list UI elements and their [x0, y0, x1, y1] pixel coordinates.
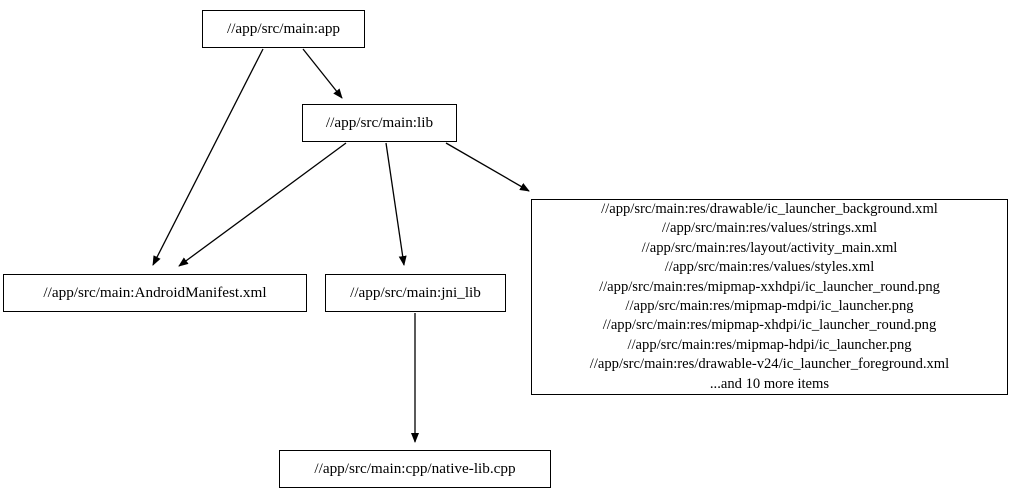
node-jni-lib[interactable]: //app/src/main:jni_lib	[325, 274, 506, 312]
edge-app-to-lib	[302, 48, 343, 99]
node-android-manifest-label: //app/src/main:AndroidManifest.xml	[43, 284, 267, 302]
node-res-group-line-7: //app/src/main:res/mipmap-xhdpi/ic_launc…	[602, 317, 937, 334]
edge-lib-to-jni-lib	[385, 142, 407, 266]
node-res-group-line-5: //app/src/main:res/mipmap-xxhdpi/ic_laun…	[599, 278, 940, 295]
node-res-group-line-6: //app/src/main:res/mipmap-mdpi/ic_launch…	[625, 298, 914, 314]
edge-lib-to-android-manifest	[178, 142, 347, 267]
node-app-label: //app/src/main:app	[226, 20, 341, 38]
node-native-lib-cpp[interactable]: //app/src/main:cpp/native-lib.cpp	[279, 450, 551, 488]
node-res-group-line-9: //app/src/main:res/drawable-v24/ic_launc…	[589, 356, 950, 373]
node-jni-lib-label: //app/src/main:jni_lib	[350, 284, 481, 302]
node-app[interactable]: //app/src/main:app	[202, 10, 365, 48]
edge-app-to-android-manifest	[152, 48, 264, 266]
node-res-group-line-8: //app/src/main:res/mipmap-hdpi/ic_launch…	[627, 336, 912, 353]
node-res-group-line-4: //app/src/main:res/values/styles.xml	[664, 259, 875, 276]
edge-lib-to-res-group	[445, 142, 530, 192]
node-android-manifest[interactable]: //app/src/main:AndroidManifest.xml	[3, 274, 307, 312]
node-res-group-line-1: //app/src/main:res/drawable/ic_launcher_…	[601, 200, 938, 217]
node-res-group-line-2: //app/src/main:res/values/strings.xml	[661, 220, 878, 237]
node-res-group[interactable]: //app/src/main:res/drawable/ic_launcher_…	[531, 199, 1008, 395]
node-res-group-line-3: //app/src/main:res/layout/activity_main.…	[641, 239, 898, 256]
node-lib-label: //app/src/main:lib	[325, 114, 434, 132]
node-res-group-more-items: ...and 10 more items	[709, 375, 830, 392]
node-lib[interactable]: //app/src/main:lib	[302, 104, 457, 142]
node-native-lib-cpp-label: //app/src/main:cpp/native-lib.cpp	[314, 460, 516, 478]
